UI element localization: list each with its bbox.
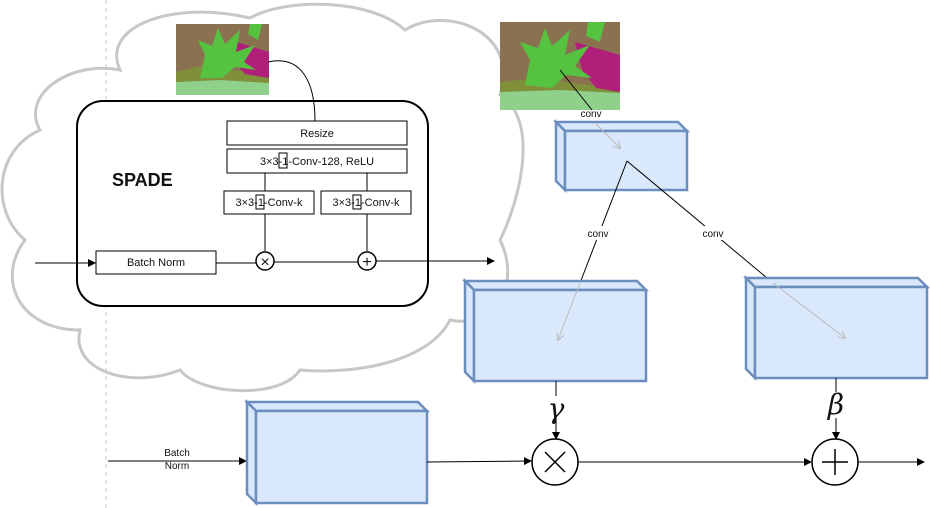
shared-conv-label: 3×3-1-Conv-128, ReLU — [260, 156, 374, 168]
resize-label: Resize — [300, 128, 334, 140]
conv-beta-box — [320, 190, 412, 215]
shared-feature-block — [552, 118, 691, 194]
multiply-op — [255, 251, 275, 271]
shared-conv-box — [226, 148, 408, 174]
cloud-shape — [0, 2, 525, 393]
resize-box — [226, 120, 408, 146]
conv-label-right: conv — [702, 229, 723, 240]
multiply-symbol: × — [260, 254, 269, 271]
gamma-block — [461, 277, 650, 385]
conv-gamma-box — [223, 190, 315, 215]
spade-title: SPADE — [112, 170, 173, 190]
beta-symbol: β — [827, 388, 844, 421]
label-bg — [698, 226, 728, 240]
multiply-symbol — [544, 451, 566, 473]
conv-beta-label: 3×3-1-Conv-k — [333, 197, 400, 209]
segmap-to-resize-line — [267, 60, 316, 122]
batch-norm-line1: Batch — [164, 448, 190, 459]
block-to-multiply-arrow — [426, 457, 532, 466]
kernel-boxed-digit — [352, 194, 362, 210]
beta-block — [742, 274, 930, 382]
conv-label-left: conv — [587, 229, 608, 240]
gamma-inner-arrow — [558, 282, 581, 340]
label-bg — [583, 226, 613, 240]
segmap-to-conv-line — [559, 69, 593, 111]
normalized-activation-block — [243, 398, 431, 507]
gamma-symbol: γ — [548, 392, 565, 425]
add-symbol: + — [362, 254, 371, 271]
kernel-boxed-digit — [278, 152, 288, 169]
batch-norm-line2: Norm — [165, 461, 189, 472]
conv-gamma-label: 3×3-1-Conv-k — [236, 197, 303, 209]
branch-beta-line — [626, 160, 774, 284]
segmentation-map-thumbnail — [176, 24, 269, 95]
kernel-boxed-digit — [255, 194, 265, 210]
segmentation-map-thumbnail — [500, 22, 620, 110]
conv-label-top: conv — [580, 109, 601, 120]
beta-inner-arrow — [772, 282, 845, 338]
batch-norm-label: Batch Norm — [127, 257, 185, 269]
branch-gamma-line — [579, 160, 628, 284]
conv-inner-arrow — [595, 123, 620, 148]
